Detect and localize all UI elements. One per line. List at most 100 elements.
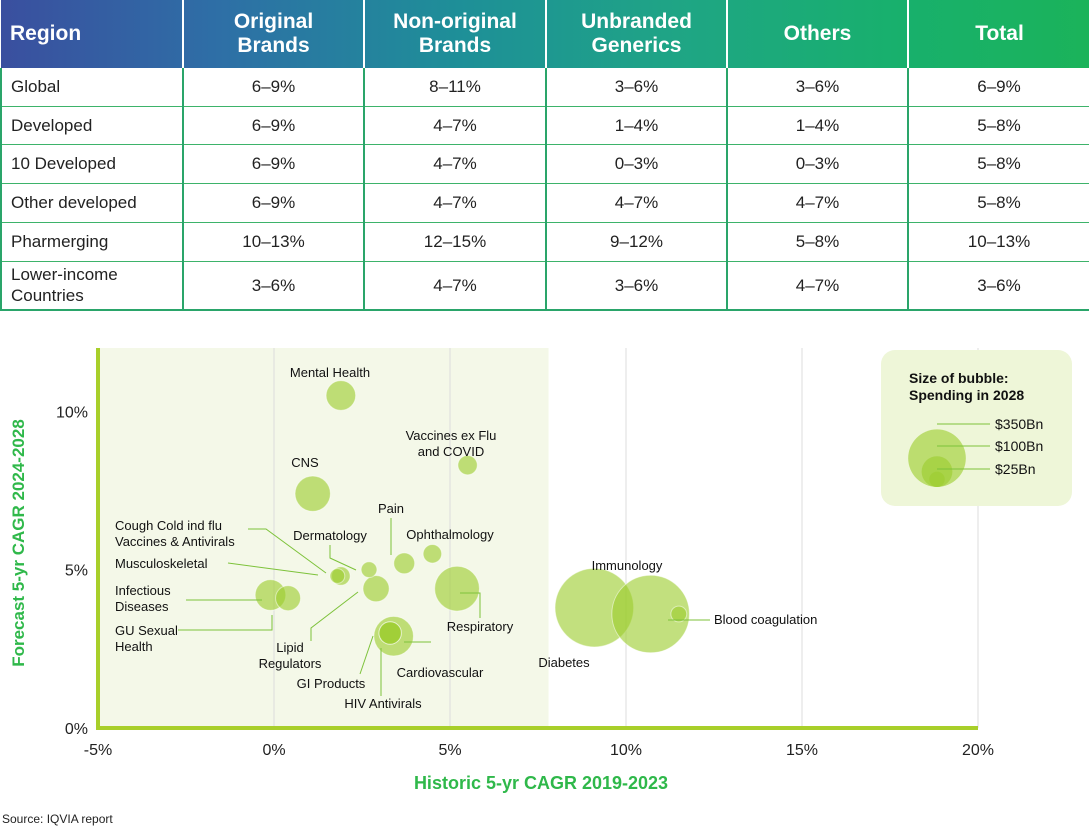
bubble-label: Mental Health [290,365,370,380]
column-header: Others [727,0,909,68]
value-cell: 1–4% [546,106,728,146]
bubble-label: Vaccines ex Flu [406,428,497,443]
x-tick-label: -5% [84,742,112,759]
bubble [434,565,480,612]
bubble [670,605,688,623]
header-label: Others [783,22,852,45]
bubble [393,552,416,575]
bubble-chart: -5%0%5%10%15%20%0%5%10%Historic 5-yr CAG… [9,348,1072,793]
bubble [329,568,346,584]
region-label: Countries [11,286,84,306]
bubble [362,575,390,603]
value-cell: 6–9% [908,68,1089,107]
value-cell: 3–6% [183,261,365,311]
header-label: Brands [418,34,492,57]
value-cell: 4–7% [364,106,547,146]
bubble [611,574,690,654]
region-label: Lower-income [11,265,118,285]
value-cell: 6–9% [183,183,365,223]
column-header: Region [1,0,184,68]
value-cell: 6–9% [183,68,365,107]
y-tick-label: 0% [65,721,88,738]
x-tick-label: 15% [786,742,818,759]
header-label: Generics [591,34,682,57]
value-cell: 1–4% [727,106,909,146]
bubble-label: Cough Cold ind flu [115,518,222,533]
legend-entry: $350Bn [995,416,1043,432]
legend-entry: $25Bn [995,461,1035,477]
value-cell: 3–6% [908,261,1089,311]
legend-title: Spending in 2028 [909,387,1024,403]
header-label: Unbranded [581,10,692,33]
x-axis-title: Historic 5-yr CAGR 2019-2023 [414,773,668,793]
region-label: Other developed [11,192,137,212]
bubble-label: Musculoskeletal [115,556,208,571]
bubble [422,544,443,564]
x-tick-label: 20% [962,742,994,759]
bubble-label: HIV Antivirals [344,696,422,711]
bubble-label: Diseases [115,599,169,614]
bubble-label: Health [115,639,153,654]
bubble-label: GU Sexual [115,623,178,638]
value-cell: 9–12% [546,222,728,262]
x-tick-label: 0% [262,742,285,759]
leader-line [329,545,357,571]
region-label: 10 Developed [11,154,116,174]
region-cell: Pharmerging [0,222,184,262]
legend-entry: $100Bn [995,438,1043,454]
region-label: Pharmerging [11,231,109,251]
bubble [360,561,378,579]
bubble [457,454,478,476]
value-cell: 3–6% [546,68,728,107]
bubble-label: Pain [378,501,404,516]
leader-line [227,562,319,576]
value-cell: 6–9% [183,106,365,146]
column-header: Total [908,0,1089,68]
leader-line [359,635,374,675]
bubble-label: Respiratory [447,619,514,634]
bubble [325,380,357,411]
legend-title: Size of bubble: [909,370,1009,386]
bubble-label: CNS [291,455,319,470]
bubble-label: Regulators [259,656,322,671]
value-cell: 4–7% [364,261,547,311]
bubble-label: Blood coagulation [714,612,817,627]
header-label: Brands [237,34,310,57]
value-cell: 10–13% [908,222,1089,262]
bubble-label: and COVID [418,444,484,459]
value-cell: 4–7% [727,183,909,223]
value-cell: 4–7% [727,261,909,311]
region-label: Developed [11,115,93,135]
bubble-label: Lipid [276,640,303,655]
value-cell: 5–8% [908,106,1089,146]
region-cell: 10 Developed [0,144,184,185]
value-cell: 12–15% [364,222,547,262]
value-cell: 10–13% [183,222,365,262]
value-cell: 3–6% [546,261,728,311]
bubble-label: Infectious [115,583,171,598]
y-tick-label: 5% [65,563,88,580]
bubble [294,475,331,512]
region-label: Global [11,76,61,96]
value-cell: 4–7% [546,183,728,223]
region-cell: Global [0,68,184,107]
value-cell: 4–7% [364,144,547,185]
value-cell: 8–11% [364,68,547,107]
value-cell: 5–8% [727,222,909,262]
value-cell: 3–6% [727,68,909,107]
bubble-label: GI Products [297,676,366,691]
bubble-label: Vaccines & Antivirals [115,534,235,549]
y-axis-title: Forecast 5-yr CAGR 2024-2028 [9,419,28,667]
value-cell: 0–3% [546,144,728,185]
region-cell: Other developed [0,183,184,223]
